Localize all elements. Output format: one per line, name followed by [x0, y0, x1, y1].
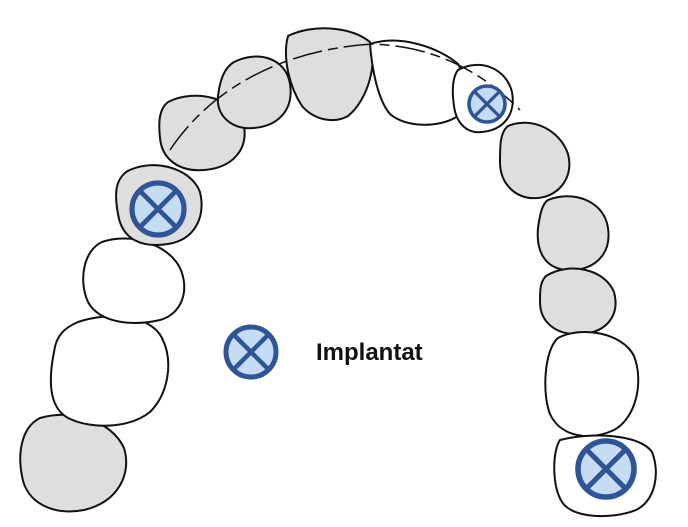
- implant-markers: [129, 84, 637, 500]
- marker-cross-line: [584, 447, 628, 491]
- implant-marker-icon: [129, 180, 187, 238]
- marker-cross-line: [231, 332, 271, 372]
- tooth-left-premolar-2: [82, 237, 186, 324]
- tooth-left-molar-2: [19, 413, 128, 513]
- tooth-right-premolar-2: [539, 267, 617, 336]
- tooth-left-molar-1: [49, 315, 170, 427]
- implant-marker-icon: [223, 324, 279, 380]
- arch-sketch-line: [169, 43, 521, 151]
- marker-cross-line: [473, 90, 501, 118]
- tooth-left-central-incisor: [284, 27, 374, 122]
- implant-marker-icon: [223, 324, 279, 380]
- legend-label: Implantat: [316, 339, 423, 366]
- tooth-left-lateral-incisor: [216, 55, 292, 130]
- tooth-right-molar-1: [544, 331, 640, 437]
- implant-marker-icon: [467, 84, 507, 124]
- implant-marker-icon: [575, 438, 637, 500]
- tooth-right-premolar-1: [536, 195, 610, 272]
- tooth-arch: [19, 27, 657, 518]
- tooth-right-canine: [499, 121, 571, 200]
- tooth-right-central-incisor: [369, 39, 467, 126]
- marker-cross-line: [137, 188, 179, 230]
- legend-marker: [223, 324, 279, 380]
